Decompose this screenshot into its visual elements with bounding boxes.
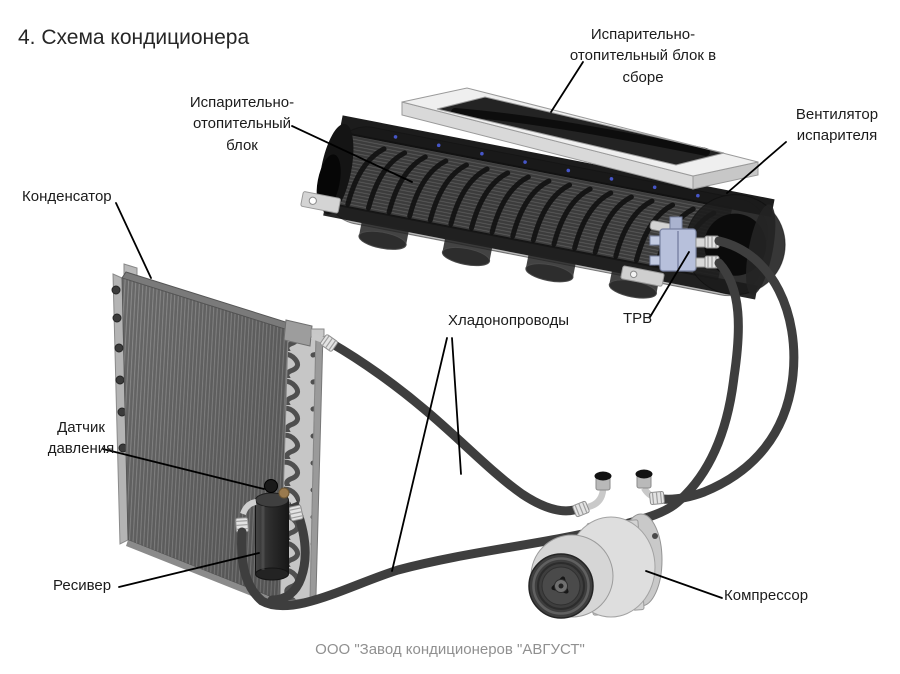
led-dot [652, 185, 657, 190]
hose-receiver-right [267, 498, 310, 605]
evaporator-led-dots [393, 135, 700, 198]
receiver-top-fitting [278, 487, 290, 499]
label-refrigerant-lines: Хладонопроводы [448, 312, 569, 329]
frame-heater-core [451, 108, 710, 156]
leader-evaporator-unit [291, 125, 413, 183]
leader-evaporator-fan [726, 141, 787, 194]
receiver-body [255, 499, 289, 575]
label-receiver: Ресивер [53, 577, 112, 594]
compressor-port-left [587, 471, 612, 511]
evaporator-frame [401, 87, 759, 190]
evaporator-air-outlets [358, 221, 660, 299]
compressor-stud [652, 533, 658, 539]
leader-condenser [115, 202, 152, 279]
compressor-pulley [528, 553, 594, 619]
compressor-suction-crimp [648, 490, 666, 506]
leader-receiver [118, 552, 260, 588]
receiver-left-elbow [240, 499, 257, 516]
leader-evaporator-assembly [550, 61, 584, 113]
evaporator-mount-bracket-left [300, 191, 341, 214]
hose-suction-line [657, 236, 799, 504]
leader-lines [102, 61, 787, 599]
label-trv: ТРВ [623, 310, 653, 327]
trv-valve [649, 216, 720, 272]
label-evaporator-fan: Вентилятор испарителя [795, 106, 879, 145]
label-condenser: Конденсатор [22, 188, 112, 205]
receiver-right-crimp [288, 504, 304, 522]
leader-refrigerant-line-2 [391, 337, 448, 572]
condenser-fittings [111, 285, 128, 453]
label-evaporator-assembly: Испарительно-отопительный блок в сборе [569, 26, 717, 86]
leader-refrigerant-line-1 [451, 337, 462, 475]
led-dot [609, 177, 614, 181]
condenser [111, 263, 325, 607]
led-dot [393, 135, 398, 139]
leader-pressure-sensor [102, 448, 265, 490]
evaporator-top-band [339, 115, 775, 218]
label-compressor: Компрессор [724, 587, 809, 604]
leader-trv [649, 251, 690, 318]
led-dot [696, 193, 700, 198]
compressor-discharge-crimp [571, 500, 591, 518]
led-dot [480, 151, 484, 156]
leader-compressor [645, 570, 723, 599]
label-evaporator-unit: Испарительно-отопительный блок [189, 94, 295, 154]
label-pressure-sensor: Датчик давления [47, 419, 115, 458]
footer-company: ООО "Завод кондиционеров "АВГУСТ" [315, 641, 585, 658]
condenser-header-block [283, 319, 313, 347]
compressor [528, 469, 666, 619]
hose-discharge [326, 338, 579, 516]
page-title: 4. Схема кондиционера [18, 26, 250, 49]
condenser-bottom-edge [126, 540, 281, 607]
led-dot [523, 160, 527, 164]
led-dot [436, 143, 441, 148]
evaporator-heater-unit [300, 115, 786, 300]
frame-top-ring [401, 87, 759, 177]
evaporator-mount-bracket-right [620, 265, 665, 287]
led-dot [566, 168, 571, 173]
receiver-drier [234, 479, 297, 581]
pressure-sensor [264, 479, 278, 493]
